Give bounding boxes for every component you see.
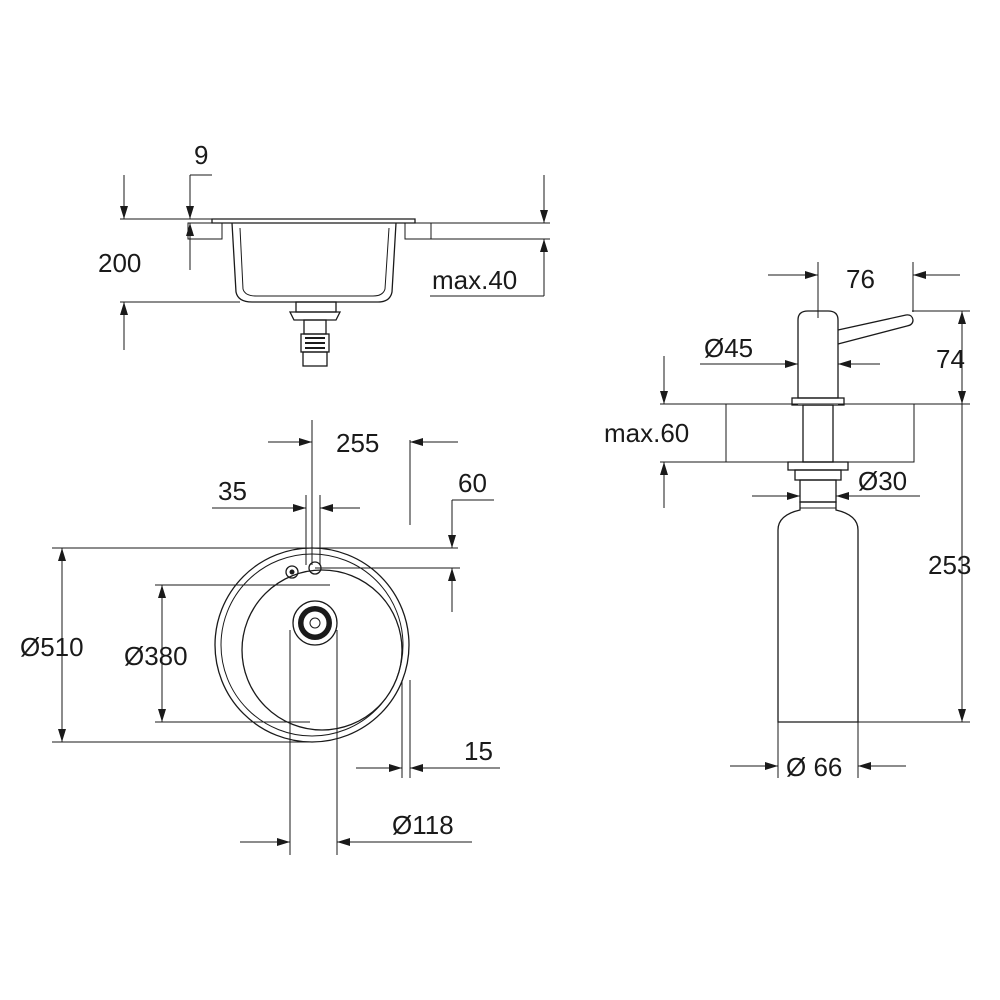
drain-top — [292, 600, 338, 646]
head-height-label: 74 — [936, 344, 965, 374]
shank-diameter-label: Ø30 — [858, 466, 907, 496]
head-diameter-label: Ø45 — [704, 333, 753, 363]
bowl-diameter-label: Ø380 — [124, 641, 188, 671]
outer-diameter-label: Ø510 — [20, 632, 84, 662]
sink-worktop-thickness-label: max.40 — [432, 265, 517, 295]
sink-side-view: 200 9 max.40 — [98, 140, 550, 367]
tap-distance-label: 60 — [458, 468, 487, 498]
drain-assembly — [288, 301, 342, 367]
tap-offset-label: 35 — [218, 476, 247, 506]
pump-spout — [837, 314, 914, 345]
tap-hole-left — [285, 565, 299, 579]
sink-bowl — [231, 222, 397, 303]
sink-rim — [211, 218, 416, 224]
sink-top-view: Ø510 Ø380 255 35 60 — [20, 420, 500, 855]
total-width-label: 255 — [336, 428, 379, 458]
soap-bottle — [777, 501, 859, 723]
rim-thickness-label: 9 — [194, 140, 208, 170]
edge-offset-label: 15 — [464, 736, 493, 766]
worktop-left — [187, 222, 223, 240]
dispenser-worktop-thickness-label: max.60 — [604, 418, 689, 448]
worktop-right — [404, 222, 432, 240]
bottle-length-label: 253 — [928, 550, 971, 580]
soap-dispenser-view: 76 Ø45 74 max.60 Ø30 253 — [604, 262, 971, 782]
bottle-diameter-label: Ø 66 — [786, 752, 842, 782]
sink-depth-label: 200 — [98, 248, 141, 278]
drain-diameter-label: Ø118 — [392, 810, 454, 840]
pump-head — [797, 310, 839, 399]
spout-reach-label: 76 — [846, 264, 875, 294]
sink-bowl-circle — [241, 569, 403, 731]
